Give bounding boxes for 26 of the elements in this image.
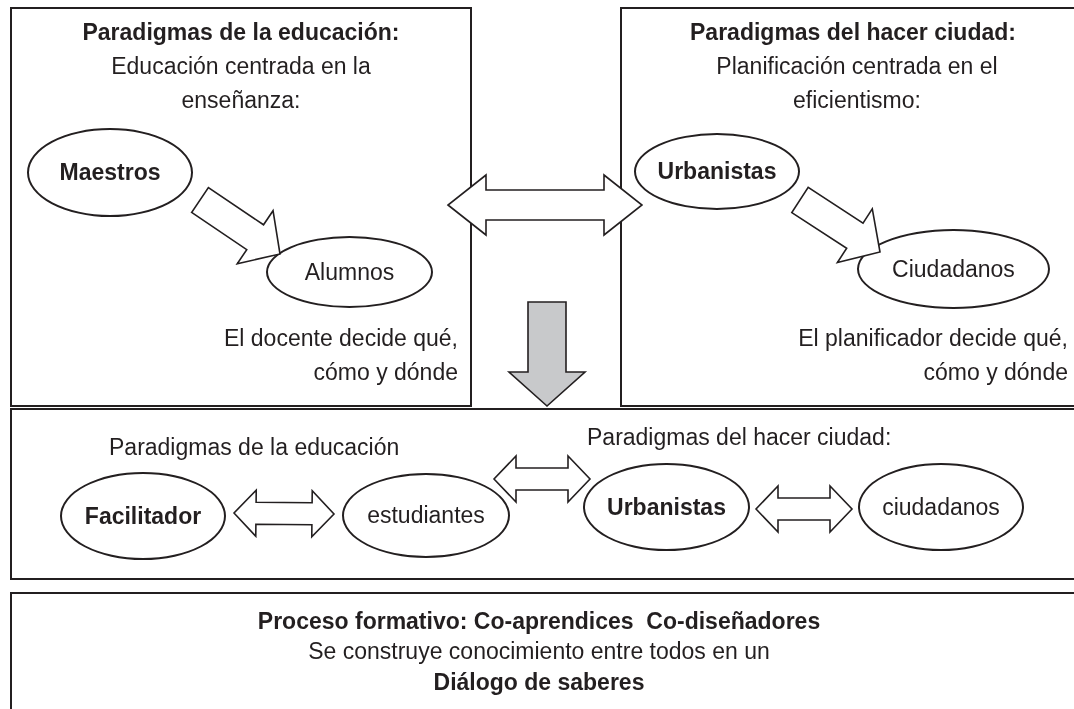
section-label: Paradigmas de la educación (109, 433, 400, 462)
double-block-arrow (232, 488, 336, 539)
description-text: Planificación centrada en el eficientismo: (715, 52, 999, 115)
double-block-arrow (492, 454, 592, 504)
block-arrow (790, 186, 881, 264)
role-ellipse: Alumnos (266, 236, 433, 308)
role-ellipse: Ciudadanos (857, 229, 1050, 309)
description-text: Se construye conocimiento entre todos en un Diálogo de saberes (307, 637, 771, 697)
note-text: El docente decide qué, cómo y dónde (223, 324, 458, 387)
section-label: Paradigmas del hacer ciudad: (587, 423, 892, 452)
panel-heading: Proceso formativo: Co-aprendices Co-diseñadores (256, 607, 822, 636)
block-arrow (190, 186, 281, 265)
double-block-arrow (754, 484, 854, 534)
description-text: Educación centrada en la enseñanza: (110, 52, 372, 115)
role-ellipse: Urbanistas (634, 133, 800, 210)
double-block-arrow (446, 173, 644, 237)
block-arrow (506, 301, 588, 408)
role-ellipse: ciudadanos (858, 463, 1024, 551)
note-text: El planificador decide qué, cómo y dónde (797, 324, 1068, 387)
panel (10, 592, 1074, 709)
role-ellipse: Maestros (27, 128, 193, 217)
role-ellipse: Facilitador (60, 472, 226, 560)
role-ellipse: Urbanistas (583, 463, 750, 551)
panel-heading: Paradigmas del hacer ciudad: (689, 18, 1017, 47)
role-ellipse: estudiantes (342, 473, 510, 558)
panel-heading: Paradigmas de la educación: (81, 18, 401, 47)
